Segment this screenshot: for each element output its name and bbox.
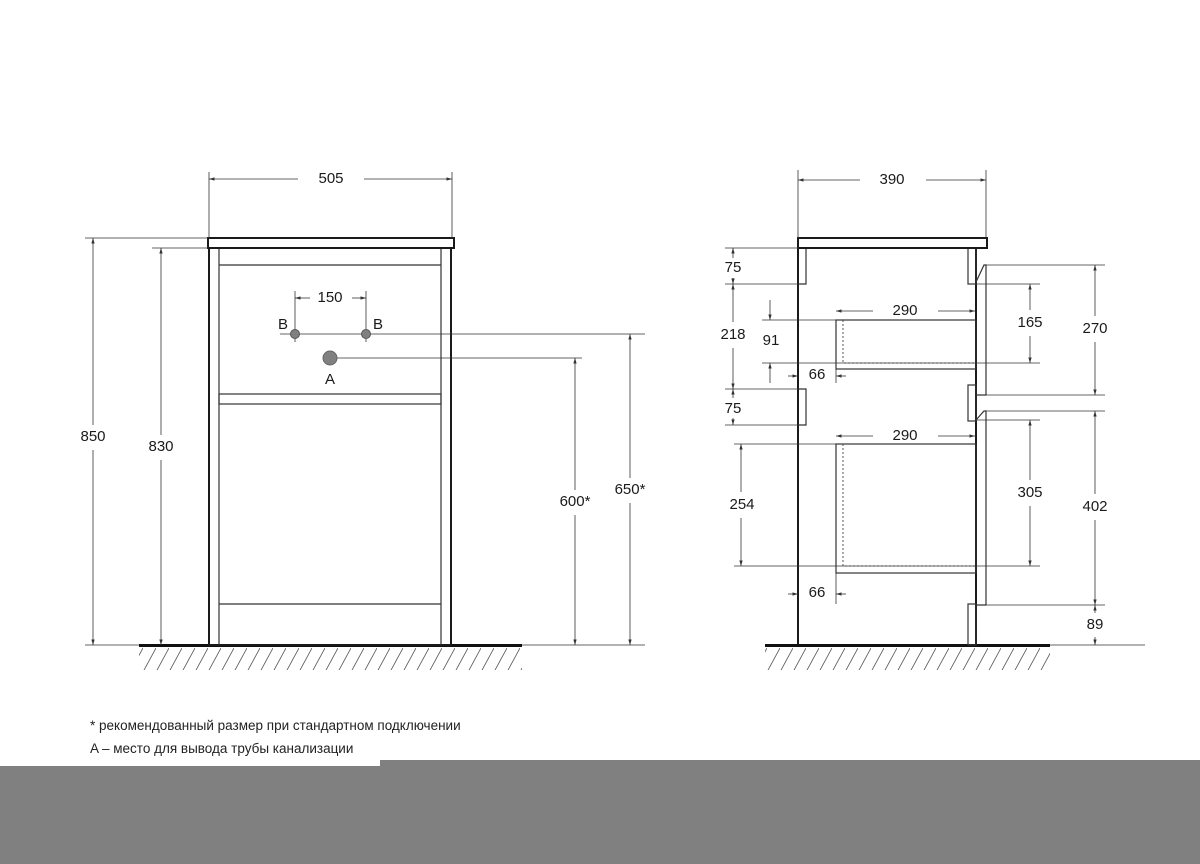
dim-tap-height: 650* xyxy=(615,481,646,498)
dim-tap-spacing: 150 xyxy=(317,289,342,306)
tap-point-left xyxy=(290,329,300,339)
upper-drawer xyxy=(835,319,977,370)
dim-lower-offset: 66 xyxy=(809,584,826,601)
label-b-left: B xyxy=(278,316,288,333)
dim-width: 505 xyxy=(318,170,343,187)
cabinet-body xyxy=(208,247,452,646)
note-drain-location: A – место для вывода трубы канализации xyxy=(90,741,354,756)
dim-drain-height: 600* xyxy=(560,493,591,510)
front-view: 505 850 830 150 B B A 600* 650* xyxy=(80,170,646,670)
dim-upper-opening: 218 xyxy=(720,326,745,343)
dim-total-height: 850 xyxy=(80,428,105,445)
dim-lower-drawer-depth: 290 xyxy=(892,427,917,444)
tap-point-right xyxy=(361,329,371,339)
lower-drawer xyxy=(835,443,977,574)
floor-line-side xyxy=(765,644,1050,647)
dim-plinth: 89 xyxy=(1087,616,1104,633)
gray-overlay-right xyxy=(380,760,1200,864)
label-a: A xyxy=(325,371,335,388)
lower-door-profile xyxy=(975,410,987,606)
gray-overlay-left xyxy=(0,766,380,864)
dim-lower-front: 402 xyxy=(1082,498,1107,515)
dim-upper-inner: 165 xyxy=(1017,314,1042,331)
side-countertop xyxy=(797,237,988,249)
dim-upper-drawer-depth: 290 xyxy=(892,302,917,319)
dim-mid-rail: 75 xyxy=(725,400,742,417)
countertop xyxy=(207,237,455,249)
dim-depth: 390 xyxy=(879,171,904,188)
dim-upper-front: 270 xyxy=(1082,320,1107,337)
label-b-right: B xyxy=(373,316,383,333)
floor-hatch xyxy=(139,648,522,670)
note-recommended-size: * рекомендованный размер при стандартном… xyxy=(90,718,461,733)
side-view: 390 75 218 75 91 254 66 66 290 290 165 3… xyxy=(720,170,1145,670)
dim-body-height: 830 xyxy=(148,438,173,455)
dim-top-rail: 75 xyxy=(725,259,742,276)
dim-upper-offset: 66 xyxy=(809,366,826,383)
drain-point xyxy=(322,350,338,366)
upper-door-profile xyxy=(975,264,987,396)
dim-lower-drawer-height: 254 xyxy=(729,496,754,513)
floor-hatch-side xyxy=(765,648,1050,670)
dim-lower-inner: 305 xyxy=(1017,484,1042,501)
dim-upper-drawer-height: 91 xyxy=(763,332,780,349)
